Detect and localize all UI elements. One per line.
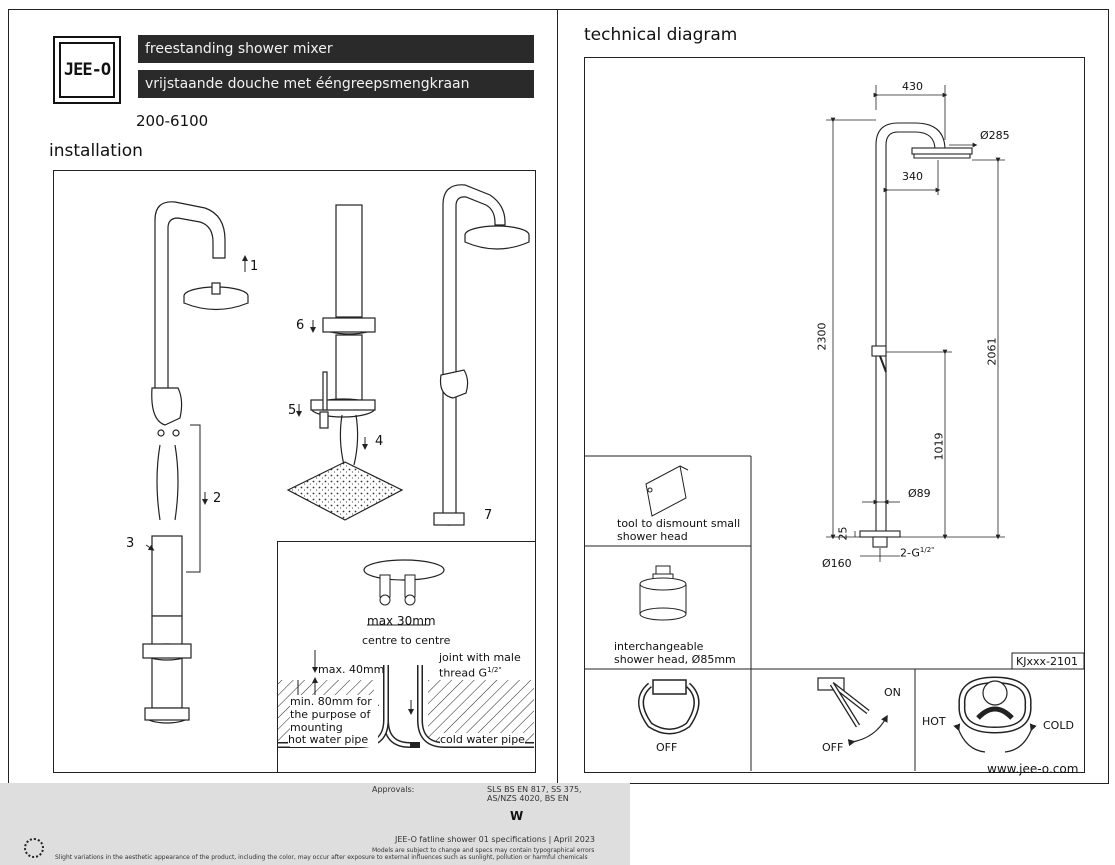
dim-2300: 2300 [815, 322, 829, 351]
watermark-logo: W [510, 809, 524, 823]
step-2: 2 [213, 491, 222, 506]
tool-icon [645, 465, 689, 517]
ref-code: KJxxx-2101 [1016, 655, 1078, 668]
installation-heading: installation [49, 141, 143, 161]
lever-on-label: ON [884, 686, 901, 699]
detail-cold-pipe: cold water pipe [440, 733, 525, 746]
title-en: freestanding shower mixer [145, 41, 333, 57]
dim-430: 430 [902, 80, 923, 93]
detail-max40: max. 40mm [318, 663, 385, 676]
lever-off-label: OFF [822, 741, 844, 754]
brand-logo: JEE-O [53, 36, 121, 104]
tool-label: tool to dismount small shower head [617, 517, 741, 543]
dim-thread: 2-G1/2" [900, 546, 934, 560]
technical-heading: technical diagram [584, 25, 738, 45]
step-6: 6 [296, 318, 305, 333]
detail-centre: centre to centre [362, 634, 451, 647]
handle-off-icon [638, 679, 700, 735]
head-label: interchangeable shower head, Ø85mm [614, 640, 736, 666]
technical-subpanels [584, 455, 1085, 771]
dim-25: 25 [836, 526, 850, 541]
spec-line: JEE-O fatline shower 01 specifications |… [395, 835, 595, 844]
disclaimer-2: Slight variations in the aesthetic appea… [55, 854, 588, 861]
step-3: 3 [126, 536, 135, 551]
disclaimer-1: Models are subject to change and specs m… [372, 847, 595, 854]
dim-thread-sup: 1/2" [919, 546, 935, 554]
base-mounting-drawing [286, 204, 404, 521]
page-divider [557, 9, 558, 783]
dim-89: Ø89 [908, 487, 931, 500]
dim-340: 340 [902, 170, 923, 183]
shower-head-small-icon [639, 565, 687, 621]
product-code: 200-6100 [136, 112, 209, 130]
footer: Approvals: SLS BS EN 817, SS 375, AS/NZS… [0, 783, 630, 865]
handle-off-label: OFF [656, 741, 678, 754]
exploded-shower-left [142, 201, 249, 724]
detail-hot-pipe: hot water pipe [288, 733, 369, 746]
title-nl: vrijstaande douche met ééngreepsmengkraa… [145, 76, 470, 92]
logo-text: JEE-O [63, 60, 111, 80]
website: www.jee-o.com [987, 762, 1079, 776]
detail-panel [277, 541, 536, 773]
cold-label: COLD [1043, 719, 1074, 732]
dim-160: Ø160 [822, 557, 852, 570]
step-5: 5 [288, 403, 297, 418]
step-4: 4 [375, 434, 384, 449]
dim-2061: 2061 [985, 337, 999, 366]
detail-joint-sup: 1/2" [487, 666, 502, 674]
dim-285: Ø285 [980, 129, 1010, 142]
hot-label: HOT [922, 715, 946, 728]
hot-cold-icon [953, 676, 1037, 753]
technical-drawing [859, 122, 973, 548]
step-7: 7 [484, 508, 493, 523]
lever-icon [817, 677, 888, 747]
assembled-shower [433, 184, 530, 526]
title-en-banner: freestanding shower mixer [138, 35, 534, 63]
dim-thread-text: 2-G [900, 546, 920, 560]
step-1: 1 [250, 259, 259, 274]
detail-max30: max 30mm [367, 614, 436, 628]
approvals-label: Approvals: [372, 785, 415, 794]
detail-joint-text: joint with male thread G [439, 651, 521, 680]
title-nl-banner: vrijstaande douche met ééngreepsmengkraa… [138, 70, 534, 98]
approvals-value: SLS BS EN 817, SS 375, AS/NZS 4020, BS E… [487, 785, 582, 803]
sun-icon [24, 838, 44, 858]
dim-1019: 1019 [932, 432, 946, 461]
technical-panel [584, 57, 1085, 773]
detail-joint: joint with male thread G1/2" [439, 651, 529, 680]
